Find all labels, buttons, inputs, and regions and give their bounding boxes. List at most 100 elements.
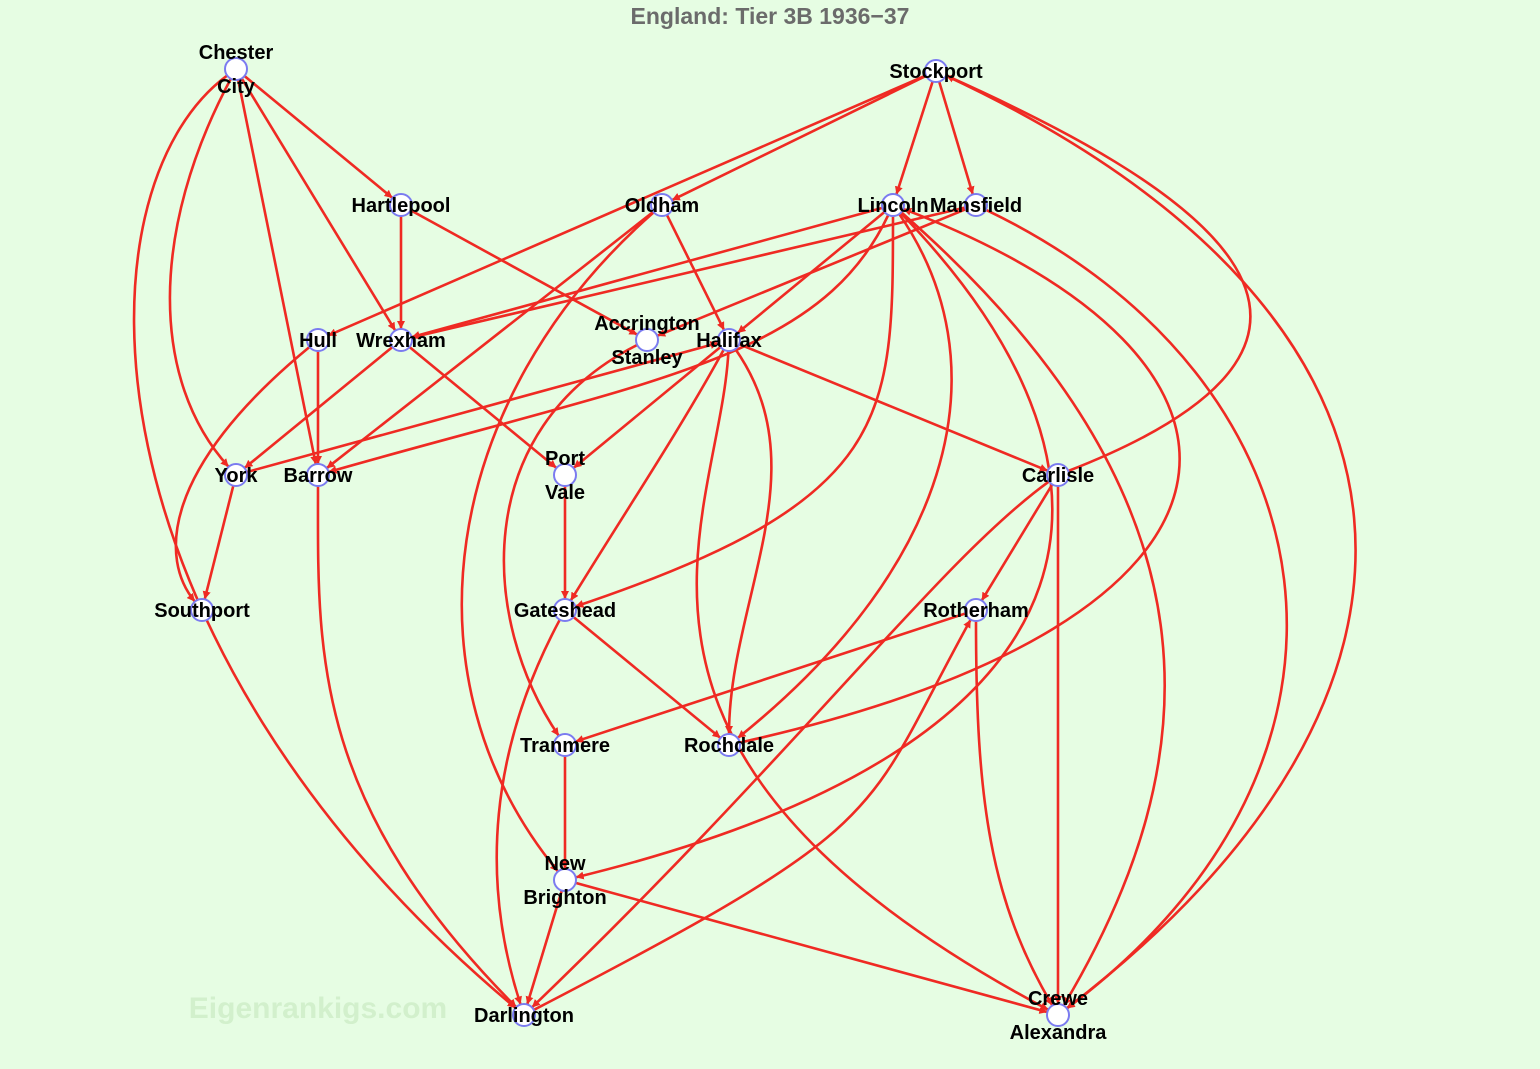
edge-wrexham-to-york xyxy=(243,345,394,470)
edge-mansfield-to-accrington xyxy=(656,207,967,338)
node-barrow[interactable]: Barrow xyxy=(284,463,353,487)
edges-layer xyxy=(132,74,1357,1014)
node-label: York xyxy=(215,465,259,487)
edge-stockport-to-oldham xyxy=(671,74,927,202)
node-gateshead[interactable]: Gateshead xyxy=(514,598,616,622)
edge-mansfield-to-crewe xyxy=(985,208,1289,1010)
edge-lincoln-to-crewe xyxy=(900,211,1166,1007)
node-label: Barrow xyxy=(284,465,353,487)
node-label: Lincoln xyxy=(857,195,928,217)
node-circle xyxy=(635,328,659,352)
edge-halifax-to-rochdale xyxy=(725,348,773,735)
edge-chester-to-hartlepool xyxy=(243,74,394,200)
node-rochdale[interactable]: Rochdale xyxy=(684,733,774,757)
edge-halifax-to-crewe xyxy=(695,350,1049,1011)
node-circle xyxy=(190,598,214,622)
node-label: Rochdale xyxy=(684,735,774,757)
node-label: Rotherham xyxy=(923,600,1029,622)
node-label: Oldham xyxy=(625,195,699,217)
node-circle xyxy=(553,733,577,757)
edge-halifax-to-gateshead xyxy=(569,349,725,602)
node-label: Hartlepool xyxy=(352,195,451,217)
node-label: Alexandra xyxy=(1010,1022,1108,1044)
node-carlisle[interactable]: Carlisle xyxy=(1022,463,1094,487)
node-circle xyxy=(1046,1003,1070,1027)
edge-oldham-to-barrow xyxy=(325,210,655,470)
node-oldham[interactable]: Oldham xyxy=(625,193,699,217)
edge-barrow-to-darlington xyxy=(316,485,518,1009)
diagram-title: England: Tier 3B 1936−37 xyxy=(631,3,910,29)
node-label: Accrington xyxy=(594,313,700,335)
node-label: Wrexham xyxy=(356,330,446,352)
node-label: New xyxy=(544,853,586,875)
node-circle xyxy=(553,868,577,892)
node-darlington[interactable]: Darlington xyxy=(474,1003,574,1027)
node-label: Carlisle xyxy=(1022,465,1094,487)
node-circle xyxy=(553,463,577,487)
node-circle xyxy=(306,328,330,352)
node-label: Southport xyxy=(154,600,250,622)
edge-lincoln-to-newbrighton xyxy=(575,211,1054,880)
edge-accrington-to-tranmere xyxy=(502,343,638,737)
node-hartlepool[interactable]: Hartlepool xyxy=(352,193,451,217)
node-circle xyxy=(389,328,413,352)
edge-chester-to-barrow xyxy=(236,79,319,465)
node-rotherham[interactable]: Rotherham xyxy=(923,598,1029,622)
node-stockport[interactable]: Stockport xyxy=(889,59,983,83)
edge-york-to-halifax xyxy=(246,341,719,474)
edge-stockport-to-lincoln xyxy=(894,81,934,195)
edge-stockport-to-hull xyxy=(327,74,927,337)
edge-lincoln-to-wrexham xyxy=(411,206,883,339)
node-label: Vale xyxy=(545,482,585,504)
node-southport[interactable]: Southport xyxy=(154,598,250,622)
edge-carlisle-to-stockport xyxy=(945,74,1252,473)
edge-chester-to-darlington xyxy=(132,74,517,1009)
node-tranmere[interactable]: Tranmere xyxy=(520,733,610,757)
node-label: Hull xyxy=(299,330,337,352)
node-circle xyxy=(224,463,248,487)
node-hull[interactable]: Hull xyxy=(299,328,337,352)
edge-stockport-to-crewe xyxy=(945,74,1357,1010)
node-wrexham[interactable]: Wrexham xyxy=(356,328,446,352)
node-york[interactable]: York xyxy=(215,463,259,487)
edge-darlington-to-rotherham xyxy=(533,619,972,1012)
edge-rotherham-to-tranmere xyxy=(575,612,966,743)
edge-rotherham-to-crewe xyxy=(974,620,1054,1007)
node-circle xyxy=(650,193,674,217)
watermark-text: Eigenrankigs.com xyxy=(189,992,447,1025)
edge-oldham-to-newbrighton xyxy=(460,211,655,873)
node-label: City xyxy=(217,76,256,98)
node-label: Mansfield xyxy=(930,195,1022,217)
node-lincoln[interactable]: Lincoln xyxy=(857,193,929,217)
node-circle xyxy=(924,59,948,83)
edge-newbrighton-to-crewe xyxy=(575,881,1048,1014)
edge-halifax-to-carlisle xyxy=(738,342,1049,473)
node-circle xyxy=(717,733,741,757)
edge-rochdale-to-lincoln xyxy=(739,207,1181,744)
node-circle xyxy=(512,1003,536,1027)
edge-halifax-to-portvale xyxy=(572,345,722,470)
node-label: Tranmere xyxy=(520,735,610,757)
node-label: Chester xyxy=(199,42,274,64)
node-label: Port xyxy=(545,448,585,470)
edge-lincoln-to-rochdale xyxy=(736,213,953,740)
node-circle xyxy=(224,57,248,81)
node-label: Stanley xyxy=(611,347,683,369)
edge-carlisle-to-rotherham xyxy=(980,483,1054,602)
node-circle xyxy=(881,193,905,217)
node-label: Gateshead xyxy=(514,600,616,622)
edge-mansfield-to-wrexham xyxy=(411,206,966,340)
node-mansfield[interactable]: Mansfield xyxy=(930,193,1022,217)
edge-lincoln-to-barrow xyxy=(328,214,890,474)
node-circle xyxy=(553,598,577,622)
edge-gateshead-to-darlington xyxy=(495,619,561,1005)
node-halifax[interactable]: Halifax xyxy=(696,328,762,352)
edge-hull-to-southport xyxy=(174,345,311,603)
